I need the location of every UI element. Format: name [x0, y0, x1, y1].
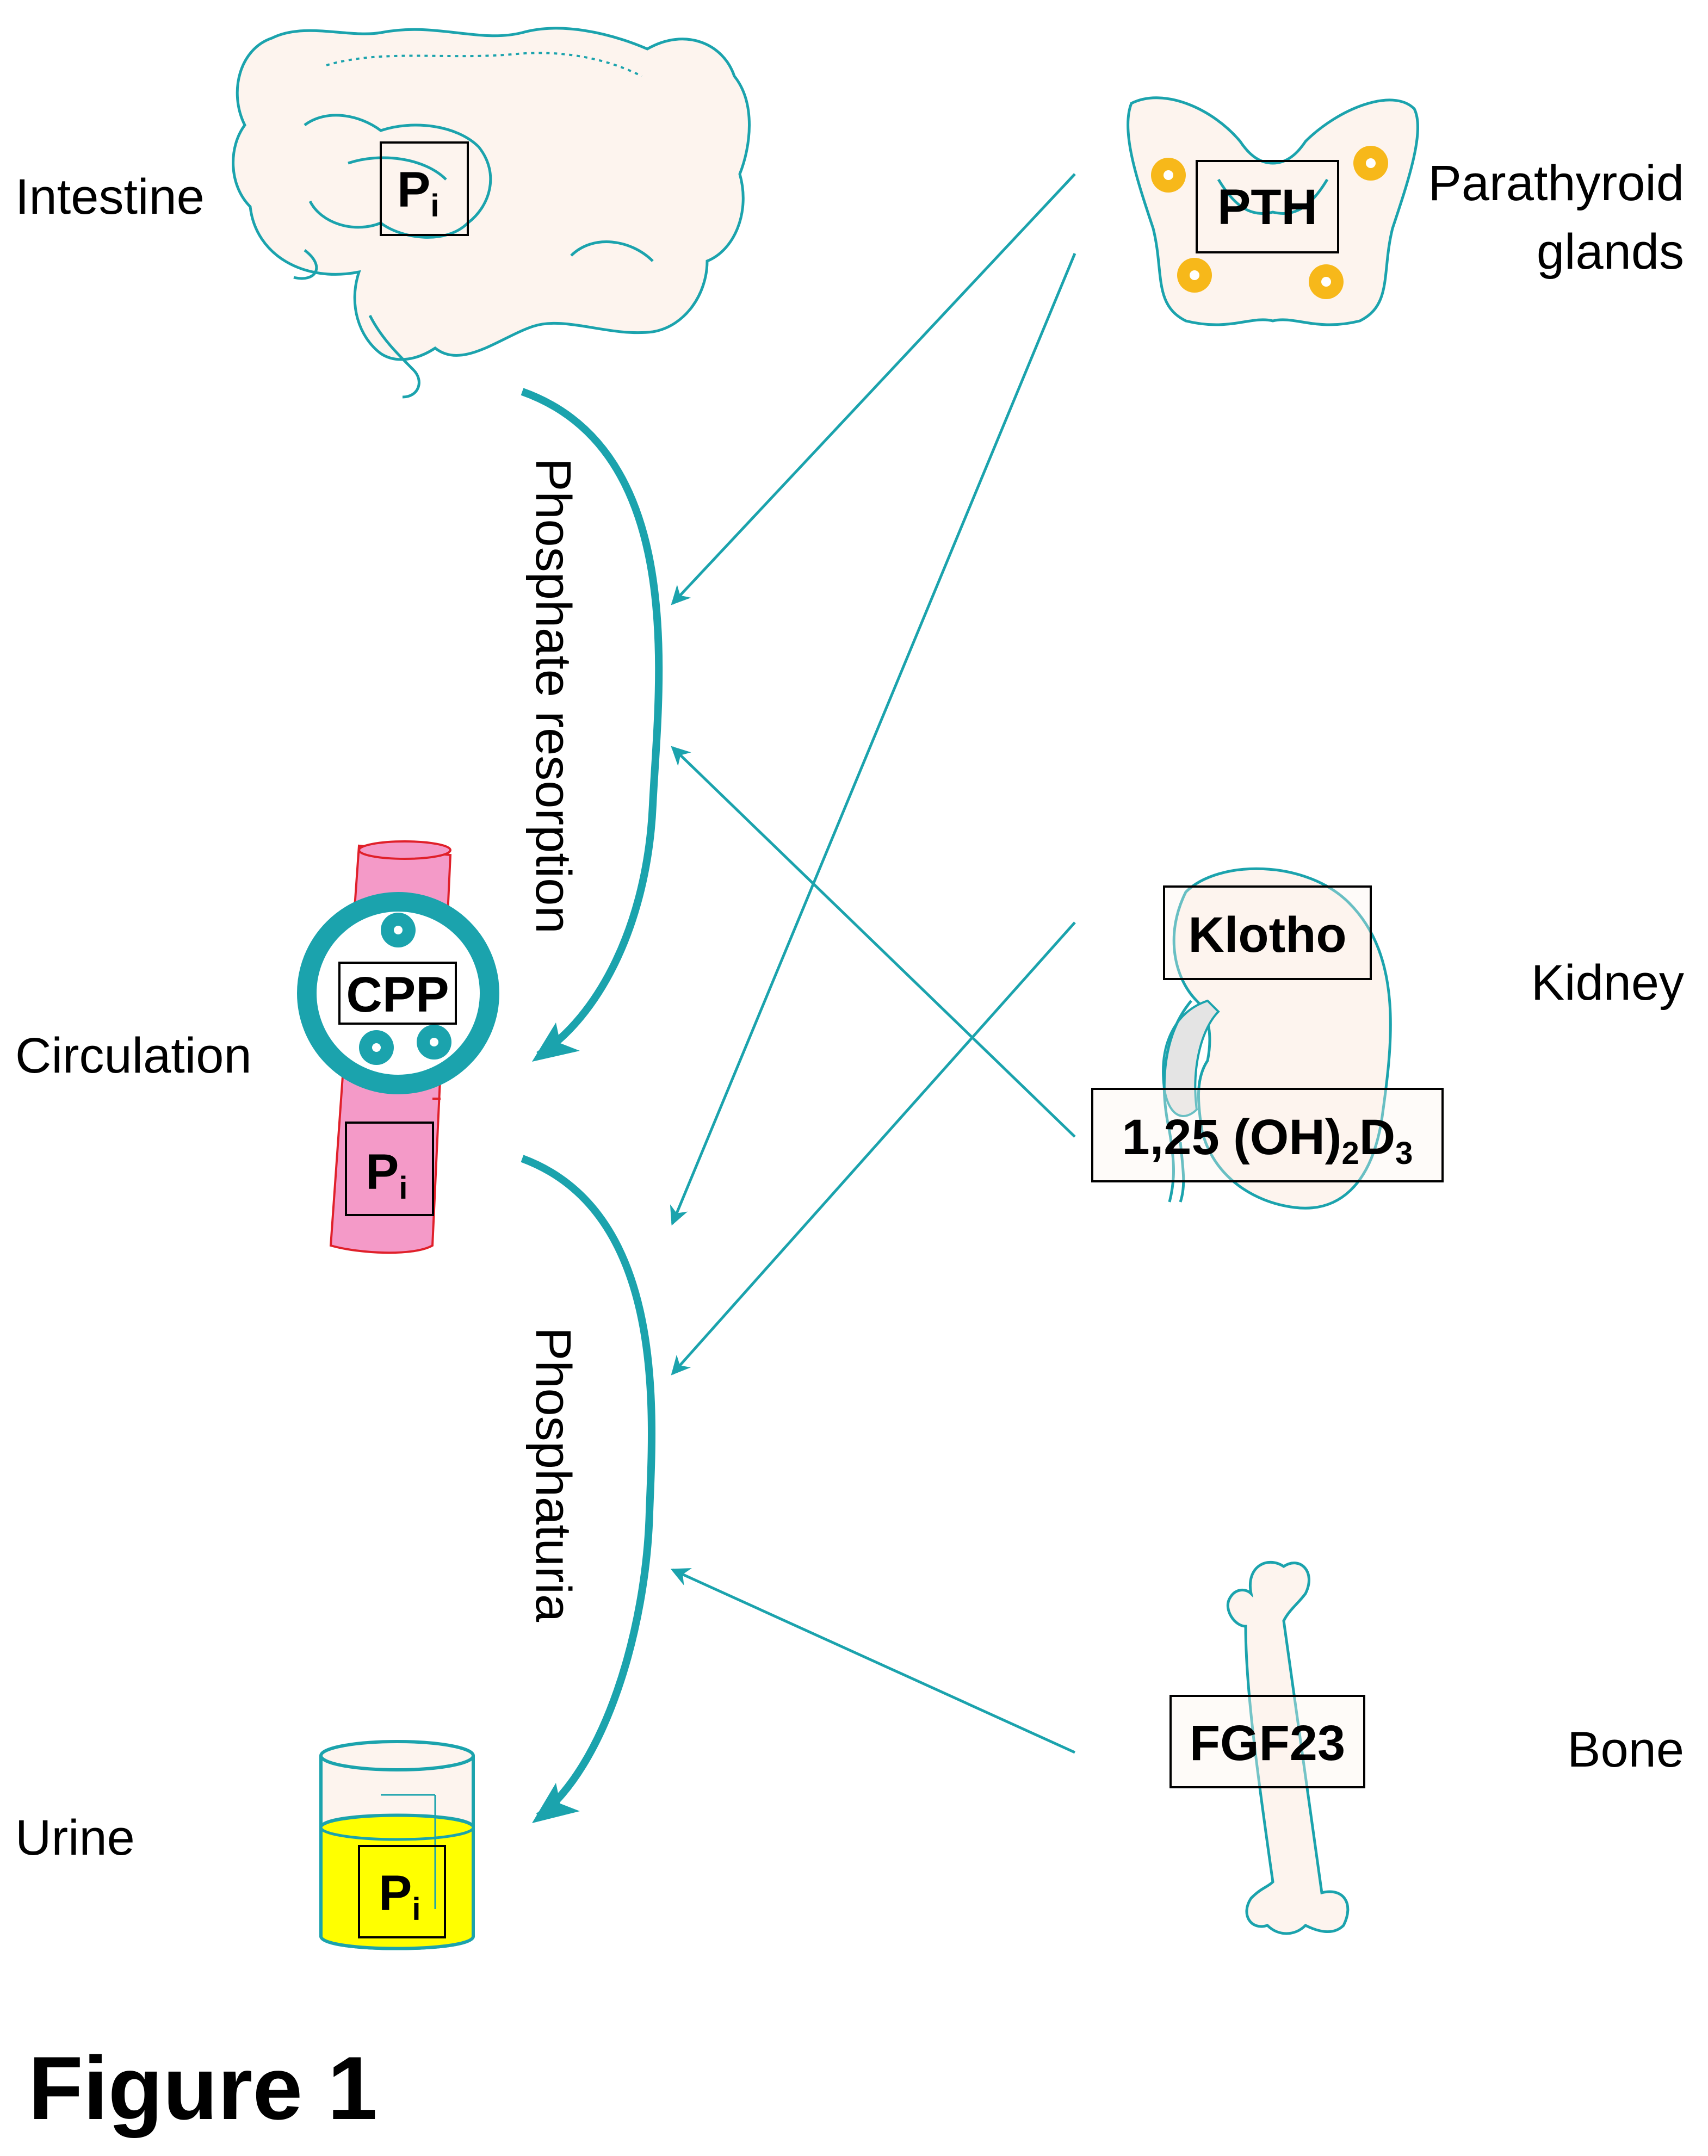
gland-dot [1177, 258, 1212, 293]
phosphate-resorption-label: Phosphate resorption [525, 458, 581, 934]
urine-beaker-icon: Pi [319, 1740, 475, 1950]
klotho-to-phosphaturia-arrow [671, 921, 1076, 1376]
fgf23-label: FGF23 [1190, 1715, 1345, 1771]
phosphaturia-label: Phosphaturia [525, 1327, 581, 1622]
cpp-dot [381, 913, 416, 947]
intestine-label: Intestine [15, 169, 205, 225]
pth-to-phosphaturia-arrow [670, 253, 1076, 1226]
cpp-dot [359, 1030, 394, 1065]
intestine-pi-label: Pi [397, 162, 440, 224]
urine-label: Urine [15, 1810, 135, 1866]
phosphate-resorption-arrow [521, 388, 663, 1062]
vitamin-d-label: 1,25 (OH)2D3 [1122, 1110, 1413, 1171]
kidney-label: Kidney [1531, 955, 1684, 1011]
cpp-dot [417, 1025, 451, 1060]
figure-label: Figure 1 [28, 2038, 378, 2138]
intestine-icon: Pi [232, 27, 751, 399]
phosphaturia-arrow [521, 1155, 655, 1823]
cpp-label: CPP [346, 967, 449, 1023]
pth-to-resorption-arrow [671, 173, 1076, 605]
urine-pi-label: Pi [379, 1866, 421, 1927]
gland-dot [1151, 158, 1186, 193]
klotho-label: Klotho [1188, 907, 1346, 963]
circulation-label: Circulation [15, 1028, 252, 1083]
fgf23-to-phosphaturia-arrow [670, 1568, 1076, 1754]
gland-dot [1309, 264, 1344, 299]
parathyroid-label-line1: Parathyroid [1428, 156, 1684, 211]
circulation-pi-label: Pi [366, 1144, 408, 1206]
parathyroid-icon: PTH [1127, 96, 1419, 326]
pth-label: PTH [1217, 179, 1317, 235]
bone-label: Bone [1567, 1722, 1684, 1777]
vitamin-d-to-resorption-arrow [671, 746, 1076, 1138]
bone-icon: FGF23 [1169, 1560, 1365, 1935]
gland-dot [1353, 146, 1388, 181]
parathyroid-label-line2: glands [1537, 224, 1684, 280]
kidney-icon: Klotho 1,25 (OH)2D3 [1091, 867, 1444, 1210]
cpp-particle-icon: CPP [297, 892, 499, 1094]
